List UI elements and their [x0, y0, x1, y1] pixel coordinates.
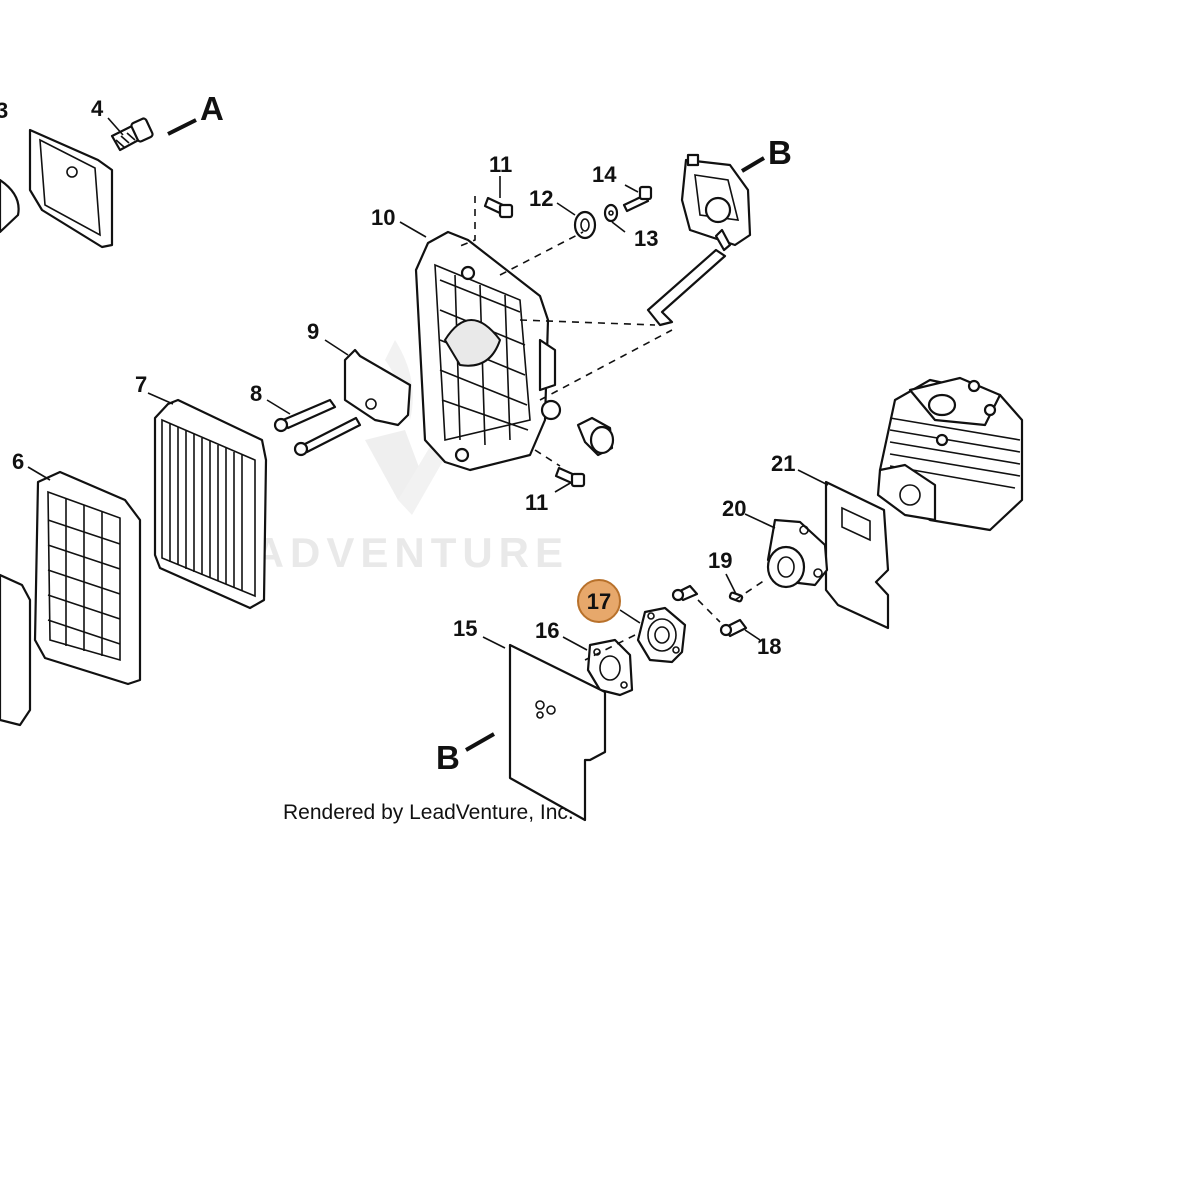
part-3-cover [0, 128, 114, 249]
part-17-spacer [636, 606, 687, 664]
callout-19: 19 [708, 548, 732, 573]
part-20-flange [766, 518, 829, 589]
callout-7: 7 [135, 372, 147, 397]
callout-10: 10 [371, 205, 395, 230]
part-4-screw [110, 117, 154, 152]
callout-21: 21 [771, 451, 795, 476]
callouts: 3 4 6 7 8 9 10 11 12 13 14 11 15 16 18 1… [0, 96, 795, 659]
callout-20: 20 [722, 496, 746, 521]
callout-15: 15 [453, 616, 477, 641]
part-12-bushing [573, 210, 597, 240]
callout-17: 17 [587, 589, 611, 614]
callout-11-bottom: 11 [525, 490, 548, 515]
cylinder [876, 376, 1024, 532]
primer-bulb [576, 416, 615, 457]
part-13-washer [603, 203, 619, 223]
part-15-plate [508, 643, 607, 822]
connector-b-top: B [768, 134, 792, 171]
callout-6: 6 [12, 449, 24, 474]
part-6-prefilter [0, 470, 142, 727]
part-18-screws [671, 584, 748, 638]
part-14-screw [622, 185, 653, 213]
callout-18: 18 [757, 634, 781, 659]
carburetor [680, 153, 752, 252]
part-8-screws [273, 398, 362, 457]
part-21-gasket [824, 480, 890, 630]
part-10-base [414, 230, 562, 472]
render-credit: Rendered by LeadVenture, Inc. [283, 801, 574, 824]
callout-4: 4 [91, 96, 104, 121]
callout-9: 9 [307, 319, 319, 344]
leader-lines [27, 117, 829, 752]
part-7-filter [153, 398, 268, 610]
callout-11-top: 11 [489, 152, 512, 177]
part-9-bracket [343, 348, 412, 427]
fuel-line [646, 248, 727, 327]
callout-14: 14 [592, 162, 617, 187]
connector-b-bottom: B [436, 739, 460, 776]
assembly-lines [459, 196, 766, 661]
callout-3: 3 [0, 98, 8, 123]
connector-a: A [200, 90, 224, 127]
part-11-screw-top [483, 196, 514, 219]
callout-16: 16 [535, 618, 559, 643]
part-11-screw-bottom [554, 466, 586, 488]
callout-12: 12 [529, 186, 553, 211]
callout-13: 13 [634, 226, 658, 251]
callout-17-highlight[interactable]: 17 [577, 579, 621, 623]
callout-8: 8 [250, 381, 262, 406]
